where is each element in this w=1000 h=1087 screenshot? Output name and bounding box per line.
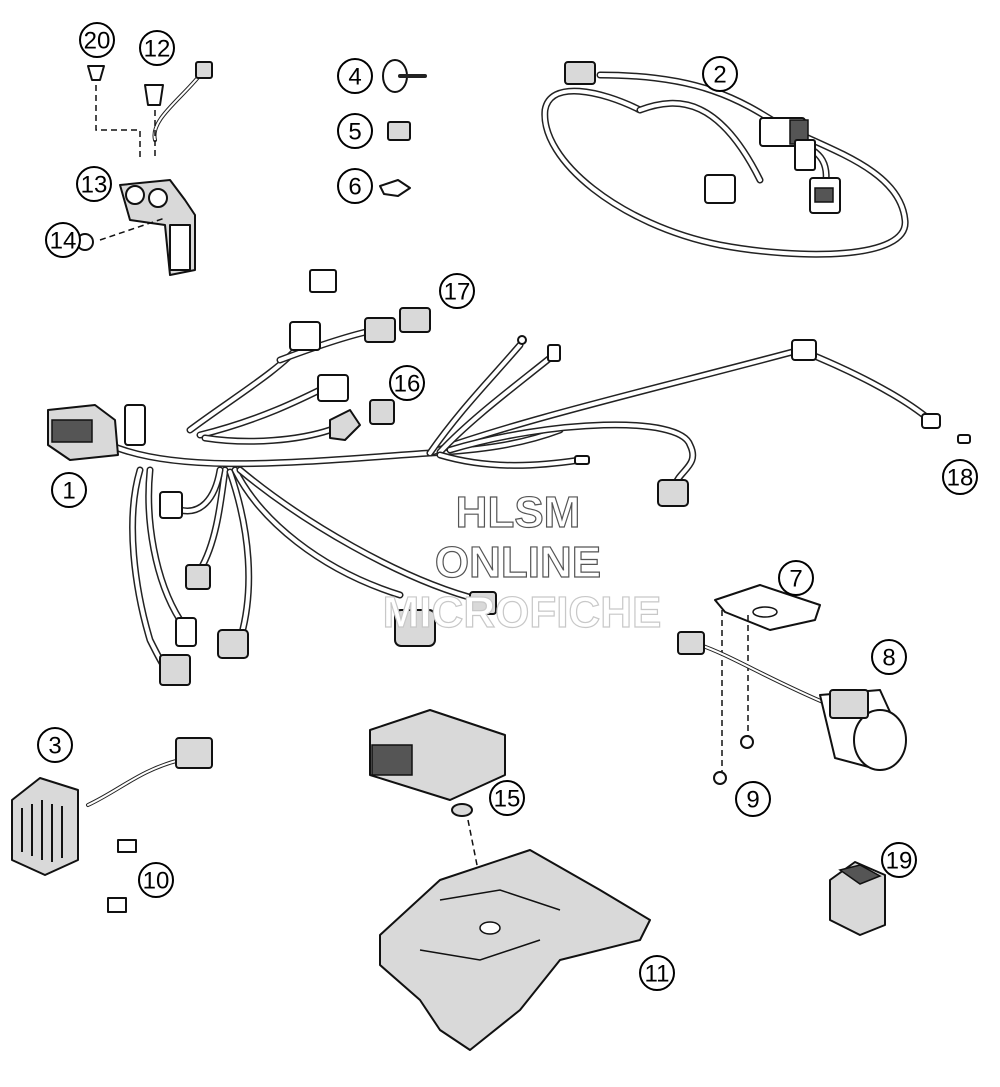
watermark: HLSM ONLINE MICROFICHE xyxy=(382,487,662,637)
callout-10[interactable]: 10 xyxy=(138,862,174,898)
callout-4-label: 4 xyxy=(348,64,361,91)
callout-14-label: 14 xyxy=(50,228,77,255)
callout-7-label: 7 xyxy=(789,566,802,593)
callout-5-label: 5 xyxy=(348,119,361,146)
watermark-line-1: HLSM xyxy=(456,488,581,537)
part-11-15-ecu-tray xyxy=(369,709,651,1051)
callout-13-label: 13 xyxy=(81,172,108,199)
watermark-line-3: MICROFICHE xyxy=(383,588,662,637)
callout-17-label: 17 xyxy=(444,279,471,306)
callout-13[interactable]: 13 xyxy=(76,166,112,202)
part-7-8-9-starter xyxy=(677,584,907,785)
callout-9-label: 9 xyxy=(746,787,759,814)
callout-1-label: 1 xyxy=(62,478,75,505)
callout-15[interactable]: 15 xyxy=(489,780,525,816)
callouts: 1 2 3 4 5 6 7 8 9 10 11 12 13 14 15 16 1… xyxy=(37,22,978,991)
part-12-13-14-20-bracket xyxy=(76,61,213,276)
callout-4[interactable]: 4 xyxy=(337,58,373,94)
callout-20-label: 20 xyxy=(84,28,111,55)
part-3-regulator xyxy=(11,737,213,913)
callout-9[interactable]: 9 xyxy=(735,781,771,817)
part-1-main-harness xyxy=(47,269,971,686)
watermark-line-2: ONLINE xyxy=(435,538,601,587)
callout-8-label: 8 xyxy=(882,645,895,672)
callout-2[interactable]: 2 xyxy=(702,56,738,92)
callout-3[interactable]: 3 xyxy=(37,727,73,763)
callout-6-label: 6 xyxy=(348,174,361,201)
callout-19[interactable]: 19 xyxy=(881,842,917,878)
callout-7[interactable]: 7 xyxy=(778,560,814,596)
callout-2-label: 2 xyxy=(713,62,726,89)
callout-16-label: 16 xyxy=(394,371,421,398)
callout-5[interactable]: 5 xyxy=(337,113,373,149)
callout-12[interactable]: 12 xyxy=(139,30,175,66)
callout-12-label: 12 xyxy=(144,36,171,63)
callout-3-label: 3 xyxy=(48,733,61,760)
part-2-sub-harness xyxy=(541,61,909,258)
callout-17[interactable]: 17 xyxy=(439,273,475,309)
callout-6[interactable]: 6 xyxy=(337,168,373,204)
callout-18[interactable]: 18 xyxy=(942,459,978,495)
callout-20[interactable]: 20 xyxy=(79,22,115,58)
callout-10-label: 10 xyxy=(143,868,170,895)
callout-11-label: 11 xyxy=(645,961,670,988)
callout-11[interactable]: 11 xyxy=(639,955,675,991)
callout-18-label: 18 xyxy=(947,465,974,492)
callout-8[interactable]: 8 xyxy=(871,639,907,675)
callout-16[interactable]: 16 xyxy=(389,365,425,401)
part-4-5-6-clips xyxy=(379,59,427,197)
callout-14[interactable]: 14 xyxy=(45,222,81,258)
part-19-relay xyxy=(829,861,886,936)
callout-19-label: 19 xyxy=(886,848,913,875)
callout-15-label: 15 xyxy=(494,786,521,813)
callout-1[interactable]: 1 xyxy=(51,472,87,508)
